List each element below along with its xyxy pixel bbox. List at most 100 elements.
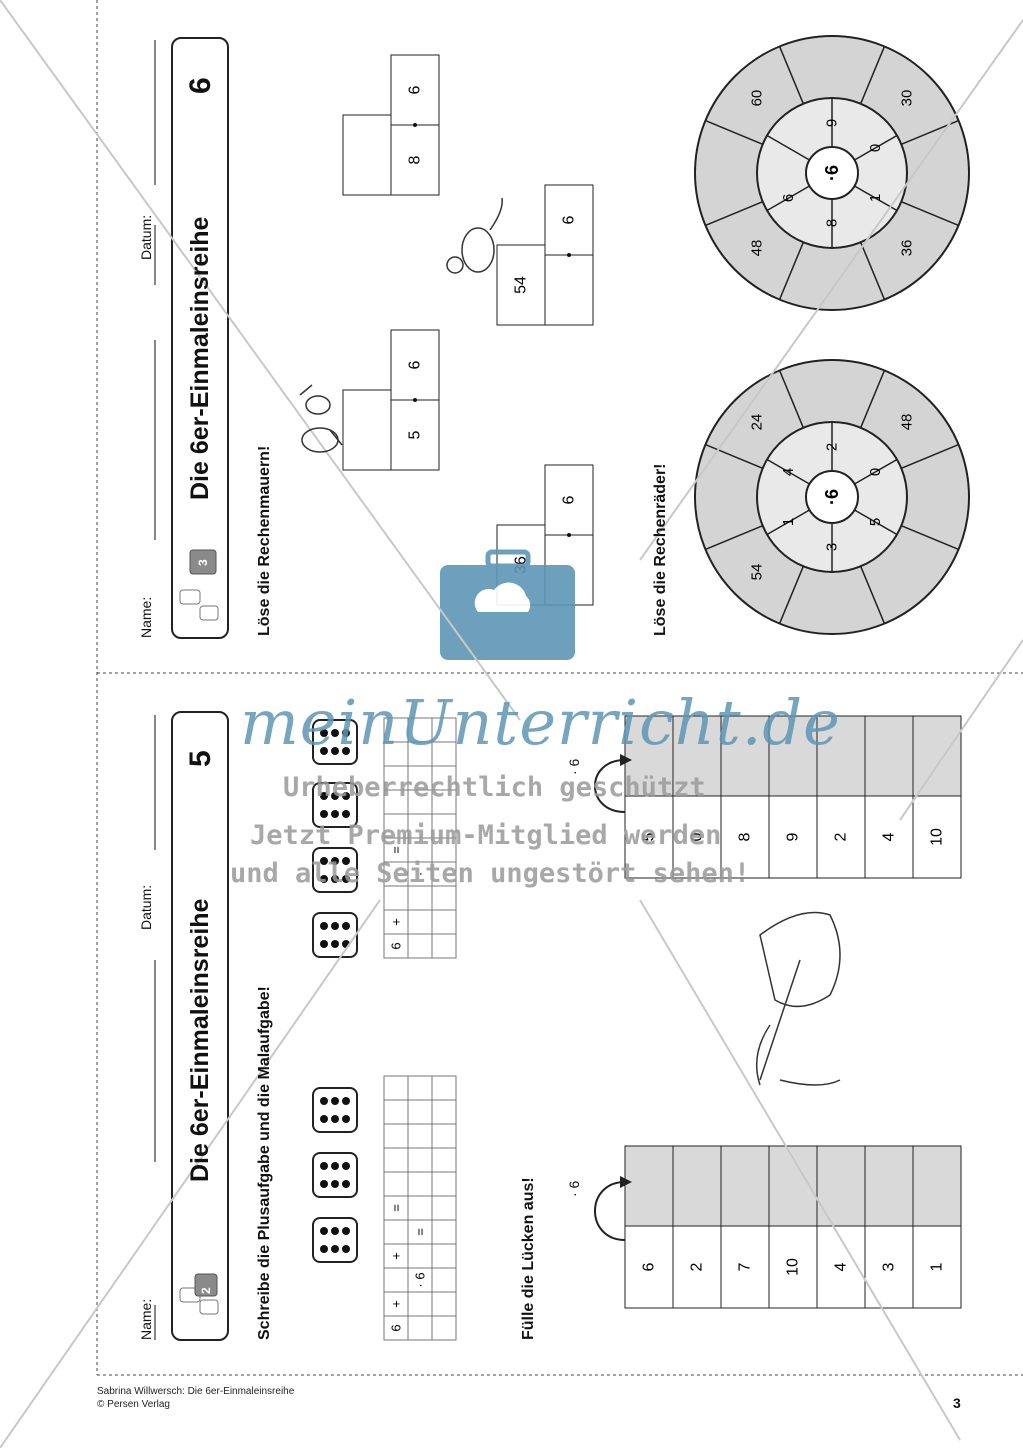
wheel-2-inner-value: 0 [867,144,884,152]
sheet5-title: Die 6er-Einmaleinsreihe [186,898,214,1182]
right-table-input: 9 [785,832,802,841]
grid-b-cell: · [413,872,428,876]
sheet6-date-label: Datum: [138,214,154,260]
wheel-1-inner-value: 5 [867,518,884,526]
witch-illustration [755,911,841,1086]
grid-b-cell: = [389,846,404,854]
wall-top-cell[interactable] [342,389,392,471]
watermark-line [639,19,1023,561]
sheet5-date-label: Datum: [138,884,154,930]
ant-illustration [299,384,343,453]
left-table-input: 2 [689,1262,706,1271]
watermark-line [0,899,381,1448]
number-wall-1: 56 [342,329,440,471]
wall-left-value: 5 [407,430,424,439]
sheet6-number: 6 [184,77,217,94]
sheet6-title-box [171,37,229,639]
right-table-answer-cell[interactable] [912,715,962,797]
right-table-input: 5 [641,832,658,841]
briefcase-icon [440,549,575,660]
die-six-6 [312,782,358,828]
wheel-2-inner-value: 6 [780,194,797,202]
wheel-2-center: ·6 [822,165,842,181]
grid-a-cell: + [389,1252,404,1260]
left-table-answer-cell[interactable] [672,1145,722,1227]
watermark-line [0,0,521,721]
wheel-1-inner-value: 4 [780,468,797,476]
left-table-answer-cell[interactable] [624,1145,674,1227]
right-table-input: 8 [737,832,754,841]
wheel-1-inner-value: 2 [824,443,841,451]
left-table-answer-cell[interactable] [720,1145,770,1227]
fill-tables: 6 2 7 10 4 3 1 5 0 8 9 2 4 10 [624,715,962,1309]
grid-a-cell: = [413,1228,428,1236]
right-table-answer-cell[interactable] [672,715,722,797]
answer-grids: 6++=· 6=6+=· [383,717,457,1341]
die-six-7 [312,719,358,765]
wheel-1-outer-value: 24 [749,414,766,431]
wall-top-value: 54 [513,276,530,294]
footer-publisher: © Persen Verlag [97,1399,170,1410]
right-table: 5 0 8 9 2 4 10 [624,715,962,879]
wheel-1-inner-value: 0 [867,468,884,476]
wall-top-cell[interactable] [342,114,392,196]
sheet5-title-box [171,711,229,1341]
left-table-arrow [594,1181,626,1241]
left-table-input: 6 [641,1262,658,1271]
wheel-2-inner-value: 1 [867,194,884,202]
left-table-answer-cell[interactable] [912,1145,962,1227]
watermark-line1: Urheberrechtlich geschützt [283,772,706,803]
number-wall-3: 546 [496,184,594,326]
right-table-input: 2 [833,832,850,841]
watermark-line3: und alle Seiten ungestört sehen! [230,858,751,889]
number-wall-4: 86 [342,54,440,196]
right-table-answer-cell[interactable] [864,715,914,797]
wheel-1-inner-value: 1 [780,518,797,526]
right-table-input: 0 [689,832,706,841]
wheel-1-outer-value: 48 [898,414,915,431]
sheet5-task2: Fülle die Lücken aus! [520,1177,537,1340]
left-table-input: 3 [881,1262,898,1271]
die-six-1 [312,1217,358,1263]
wheel-2-outer-value: 36 [898,240,915,257]
grid-a-cell: · 6 [413,1272,428,1287]
right-table-input: 4 [881,832,898,841]
right-table-answer-cell[interactable] [624,715,674,797]
sheet6-task2: Löse die Rechenräder! [652,463,669,637]
grid-b: 6+=· [383,717,457,959]
mouse-illustration [446,197,503,274]
sheet6-level-badge: 3 [196,559,210,566]
wheel-2-inner-value: 8 [824,219,841,227]
left-table-answer-cell[interactable] [864,1145,914,1227]
left-table-input: 4 [833,1262,850,1271]
left-table-input: 1 [929,1262,946,1271]
right-table-answer-cell[interactable] [816,715,866,797]
watermark-line [899,639,1023,821]
left-table-answer-cell[interactable] [816,1145,866,1227]
sheet5-name-label: Name: [138,1298,154,1340]
left-table-operator: · 6 [566,1180,582,1197]
right-table-arrowhead [620,754,632,766]
right-table-answer-cell[interactable] [768,715,818,797]
left-table-input: 7 [737,1262,754,1271]
wall-right-value: 6 [407,85,424,94]
sheet5-task1: Schreibe die Plusaufgabe und die Malaufg… [256,986,273,1340]
right-table-input: 10 [929,828,946,846]
sheet5-level-icon [179,1273,219,1315]
grid-a-cell: + [389,1300,404,1308]
grid-a-cell: 6 [389,1324,404,1331]
die-six-3 [312,1087,358,1133]
wheel-2-inner-value: 9 [824,119,841,127]
page-number: 3 [953,1395,961,1411]
die-six-2 [312,1152,358,1198]
number-walls: 5636654686 [342,54,594,606]
grid-a-cell: = [389,1204,404,1212]
sheet6-title: Die 6er-Einmaleinsreihe [186,216,214,500]
wall-right-value: 6 [561,495,578,504]
watermark-line2: Jetzt Premium-Mitglied werden [250,820,722,851]
sheet6-level-icon [179,549,219,621]
watermark-brand: meinUnterricht.de [240,686,841,759]
